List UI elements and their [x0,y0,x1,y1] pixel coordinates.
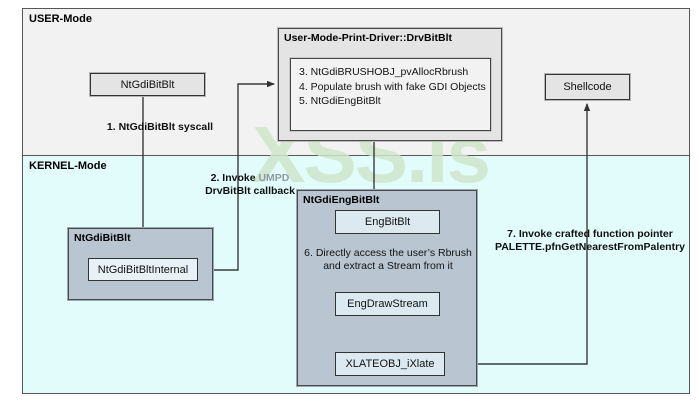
group-title-ntgdiengbitblt: NtGdiEngBitBlt [303,194,380,206]
label-step-7-line1: 7. Invoke crafted function pointer [507,228,673,240]
node-engdrawstream[interactable]: EngDrawStream [335,292,440,316]
node-shellcode[interactable]: Shellcode [545,74,630,100]
label-step-1: 1. NtGdiBitBlt syscall [106,121,214,133]
label-step-6: 6. Directly access the user’s Rbrush and… [302,247,474,273]
node-ntgdibitbltinternal[interactable]: NtGdiBitBltInternal [88,258,198,281]
label-step-2: 2. Invoke UMPD DrvBitBlt callback [186,172,314,198]
node-engbitblt[interactable]: EngBitBlt [335,210,440,234]
umpd-step-list: 3. NtGdiBRUSHOBJ_pvAllocRbrush 4. Popula… [291,59,490,109]
user-mode-label: USER-Mode [29,13,92,25]
label-step-6-line1: 6. Directly access the user’s Rbrush [304,247,472,259]
umpd-steps-box: 3. NtGdiBRUSHOBJ_pvAllocRbrush 4. Popula… [290,58,491,131]
label-step-2-line2: DrvBitBlt callback [205,185,295,197]
group-title-umpd: User-Mode-Print-Driver::DrvBitBlt [284,32,453,44]
node-xlateobj-ixlate[interactable]: XLATEOBJ_iXlate [335,352,445,376]
label-step-7: 7. Invoke crafted function pointer PALET… [485,228,695,254]
umpd-step-5: 5. NtGdiEngBitBlt [299,95,381,107]
label-step-7-line2: PALETTE.pfnGetNearestFromPalentry [494,241,685,253]
group-title-ntgdibitblt: NtGdiBitBlt [74,232,131,244]
umpd-step-3: 3. NtGdiBRUSHOBJ_pvAllocRbrush [299,66,469,78]
label-step-2-prefix: 2. Invoke [210,172,259,184]
node-ntgdibitblt-user[interactable]: NtGdiBitBlt [90,73,205,96]
kernel-mode-label: KERNEL-Mode [29,160,107,172]
label-step-2-line1: 2. Invoke UMPD [186,172,314,185]
umpd-step-4: 4. Populate brush with fake GDI Objects [299,80,486,93]
label-step-6-line2: and extract a Stream from it [323,260,453,272]
label-step-2-umpd: UMPD [258,172,290,184]
